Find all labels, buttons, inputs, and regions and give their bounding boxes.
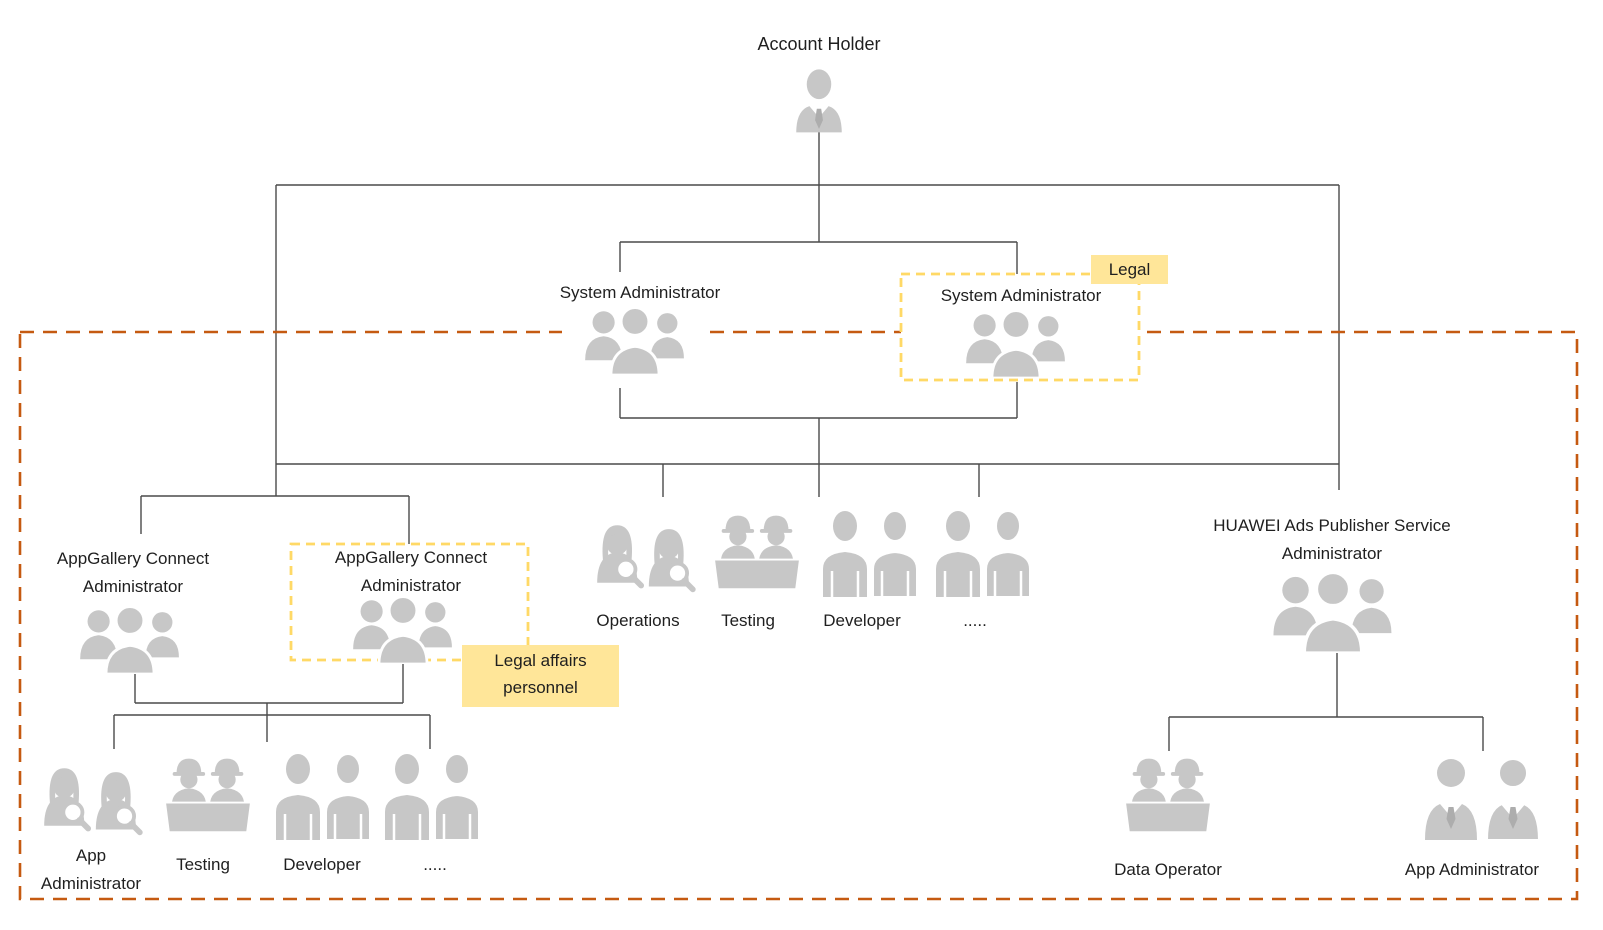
testing-mid-helmet-desk-icon [711,509,803,593]
huawei-ads-admin-line2: Administrator [1281,544,1383,563]
system-admin-team-icon [579,303,691,375]
appgallery-admin-line1: AppGallery Connect [56,549,210,568]
data-operator-helmet-desk-icon [1122,752,1214,836]
legal-appgallery-admin-line1: AppGallery Connect [334,548,488,567]
restricted-area-dashed-boundary [18,330,1579,901]
legal-appgallery-admin-label: AppGallery Connect Administrator [335,544,487,600]
legal-affairs-tag-line1: Legal affairs [494,651,587,670]
app-admin-left-line2: Administrator [40,874,142,893]
developer-left-people-pair-icon [271,752,375,840]
app-admin-right-label: App Administrator [1404,860,1540,879]
legal-system-admin-team-icon [960,306,1072,378]
huawei-ads-admin-team-icon [1262,567,1404,653]
appgallery-admin-line2: Administrator [82,577,184,596]
huawei-ads-admin-line1: HUAWEI Ads Publisher Service [1213,516,1451,535]
system-admin-label: System Administrator [559,283,721,302]
appgallery-admin-team-icon [74,602,186,674]
testing-left-helmet-desk-icon [162,752,254,836]
developer-mid-people-pair-icon [818,509,922,597]
legal-affairs-tag-line2: personnel [503,678,578,697]
app-admin-right-suit-pair-icon [1421,756,1545,840]
testing-left-label: Testing [176,855,230,874]
account-holder-person-icon [791,67,847,133]
appgallery-admin-label: AppGallery Connect Administrator [57,545,209,601]
legal-appgallery-admin-line2: Administrator [360,576,462,595]
data-operator-label: Data Operator [1114,860,1222,879]
legal-affairs-personnel-tag: Legal affairs personnel [462,645,619,707]
app-admin-left-line1: App [75,846,107,865]
more-roles-mid-people-pair-icon [931,509,1035,597]
app-admin-left-magnifier-people-icon [36,753,148,841]
developer-left-label: Developer [283,855,361,874]
legal-system-admin-label: System Administrator [940,286,1102,305]
more-roles-mid-label: ..... [963,611,987,630]
account-holder-label: Account Holder [757,34,881,54]
operations-magnifier-people-icon [589,510,701,598]
developer-mid-label: Developer [823,611,901,630]
more-roles-left-label: ..... [423,855,447,874]
legal-appgallery-admin-team-icon [347,592,459,664]
tree-connectors [113,131,1484,751]
huawei-ads-admin-label: HUAWEI Ads Publisher Service Administrat… [1213,512,1450,568]
more-roles-left-people-pair-icon [380,752,484,840]
operations-label: Operations [596,611,680,630]
testing-mid-label: Testing [721,611,775,630]
app-admin-left-label: App Administrator [41,842,141,898]
legal-tag: Legal [1091,255,1168,284]
